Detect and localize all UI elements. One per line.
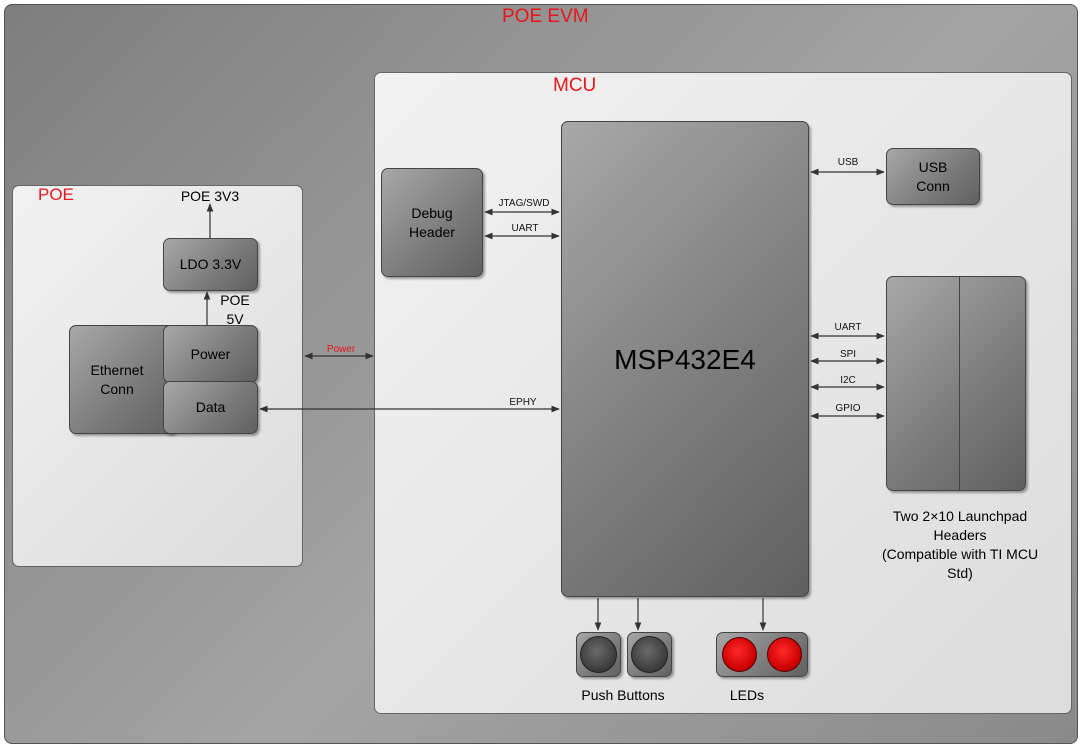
- led-group: [716, 632, 808, 677]
- push-button-1: [576, 632, 621, 677]
- debug-header-block: Debug Header: [381, 168, 483, 277]
- gpio-signal-label: GPIO: [835, 403, 861, 414]
- push-button-2-cap: [631, 636, 668, 673]
- usb-signal-label: USB: [837, 157, 859, 168]
- power-signal-label: Power: [326, 344, 356, 355]
- ethernet-conn-block: Ethernet Conn: [69, 325, 177, 434]
- debug-header-line1: Debug: [411, 204, 453, 221]
- launchpad-headers-line2: Headers: [933, 527, 987, 543]
- push-buttons-label: Push Buttons: [581, 687, 665, 703]
- led-2: [767, 637, 802, 672]
- ldo-block: LDO 3.3V: [163, 238, 258, 291]
- push-button-2: [627, 632, 672, 677]
- mcu-panel-title: MCU: [553, 75, 597, 96]
- ethernet-conn-line1: Ethernet: [90, 361, 144, 378]
- poe-5v-label-line2: 5V: [226, 311, 244, 327]
- uart-debug-signal-label: UART: [511, 223, 539, 234]
- poe-panel-title: POE: [38, 185, 74, 204]
- usb-conn-line2: Conn: [916, 177, 950, 194]
- debug-header-line2: Header: [409, 223, 455, 240]
- poe-5v-label: POE 5V: [217, 291, 253, 329]
- msp432e4-chip: MSP432E4: [561, 121, 809, 597]
- launchpad-headers-line3: (Compatible with TI MCU: [881, 546, 1039, 562]
- led-1: [722, 637, 757, 672]
- ethernet-conn-line2: Conn: [100, 380, 134, 397]
- launchpad-headers-line1: Two 2×10 Launchpad: [892, 508, 1028, 524]
- poe-3v3-label: POE 3V3: [180, 188, 240, 204]
- poe-evm-title: POE EVM: [502, 6, 589, 27]
- usb-conn-block: USB Conn: [886, 148, 980, 205]
- data-block: Data: [163, 381, 258, 434]
- leds-label: LEDs: [729, 687, 765, 703]
- poe-5v-label-line1: POE: [220, 292, 250, 308]
- ephy-signal-label: EPHY: [509, 397, 537, 408]
- launchpad-headers-block: [886, 276, 1026, 491]
- i2c-signal-label: I2C: [840, 375, 856, 386]
- header-divider: [959, 277, 960, 490]
- launchpad-headers-label: Two 2×10 Launchpad Headers (Compatible w…: [866, 507, 1054, 583]
- spi-signal-label: SPI: [839, 349, 857, 360]
- usb-conn-line1: USB: [918, 158, 948, 175]
- launchpad-headers-line4: Std): [947, 565, 973, 581]
- power-block: Power: [163, 325, 258, 383]
- uart-signal-label: UART: [834, 322, 862, 333]
- jtag-signal-label: JTAG/SWD: [498, 198, 550, 209]
- push-button-1-cap: [580, 636, 617, 673]
